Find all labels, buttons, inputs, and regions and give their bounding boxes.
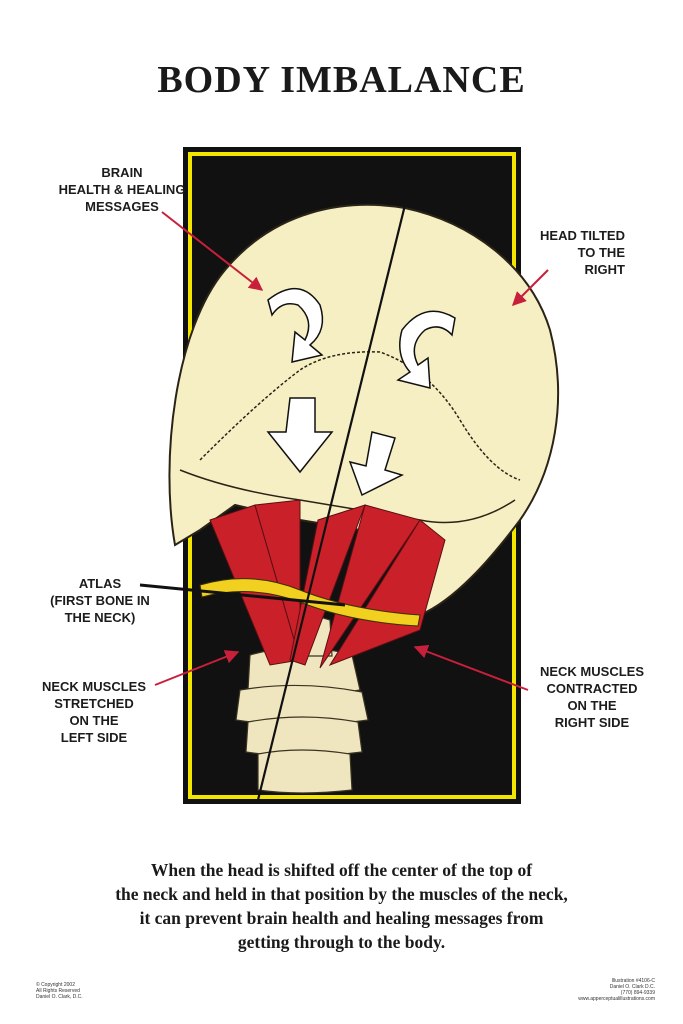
copyright-note: © Copyright 2002 All Rights Reserved Dan… [36,982,83,1000]
pointer-arrows [154,211,549,691]
label-head-tilted: HEAD TILTED TO THE RIGHT [540,228,625,277]
head-tilt-pointer-arrow [512,269,549,306]
label-neck-left: NECK MUSCLES STRETCHED ON THE LEFT SIDE [41,679,146,745]
page-title: BODY IMBALANCE [157,59,526,101]
brain-pointer-arrow [161,211,264,291]
left-muscle-pointer-arrow [154,650,240,686]
illustration-credit: Illustration #4106-C Daniel O. Clark D.C… [578,978,655,1002]
label-neck-right: NECK MUSCLES CONTRACTED ON THE RIGHT SID… [539,664,644,730]
atlas-pointer-line [139,583,346,607]
right-muscle-pointer-arrow [413,644,529,691]
label-brain: BRAIN HEALTH & HEALING MESSAGES [58,165,186,214]
caption: When the head is shifted off the center … [115,860,568,952]
tilt-line [256,204,407,801]
message-arrows [266,287,456,497]
label-atlas: ATLAS (FIRST BONE IN THE NECK) [50,576,150,625]
